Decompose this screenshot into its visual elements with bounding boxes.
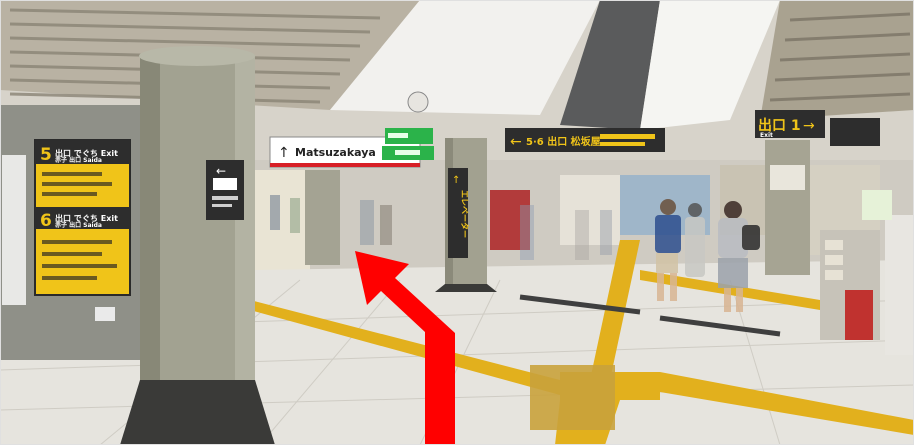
up-arrow-icon: ↑ <box>278 145 290 161</box>
exit-5-label: 出口 でぐち Exit <box>55 148 118 158</box>
exit-6-label: 出口 でぐち Exit <box>55 213 118 223</box>
pillar-middle <box>305 138 497 292</box>
right-arrow-icon: → <box>803 118 815 134</box>
person-middle <box>685 203 705 277</box>
elevator-label: エレベーター <box>460 190 470 238</box>
left-arrow-icon: ← <box>216 164 226 178</box>
person-blue <box>655 199 681 301</box>
exit-56-label: 5·6 出口 松坂屋 <box>526 135 601 148</box>
exit-5-number: 5 <box>40 145 52 165</box>
exit-5-sub: 赤子 出口 Saida <box>55 156 102 164</box>
exit-6-sub: 赤子 出口 Saida <box>55 221 102 229</box>
person-grey <box>718 201 760 312</box>
overhead-direction-sign <box>505 110 880 152</box>
red-direction-arrow <box>355 251 455 445</box>
ceiling <box>0 0 914 175</box>
pillar-right <box>765 140 810 275</box>
exit-1-label: 出口 1 <box>758 117 801 134</box>
people <box>270 195 760 312</box>
left-arrow-icon: ← <box>510 134 522 150</box>
exit-1-en: Exit <box>760 132 773 139</box>
pillar-left <box>120 46 275 445</box>
background-crowd <box>270 195 612 260</box>
matsuzakaya-label: Matsuzakaya <box>295 146 376 159</box>
exit-6-number: 6 <box>40 211 52 231</box>
green-signs <box>382 128 434 160</box>
left-wall <box>0 105 150 360</box>
brochure-rack <box>820 190 914 355</box>
up-arrow-icon: ↑ <box>452 175 460 186</box>
